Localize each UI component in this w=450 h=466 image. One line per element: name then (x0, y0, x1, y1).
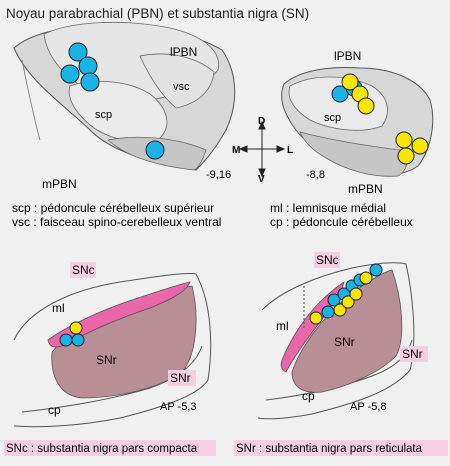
sn-left-outline (13, 273, 212, 428)
sn-right-snc-label: SNc (316, 253, 339, 267)
pbn-right-scp-label: scp (324, 112, 341, 124)
marker-dot-yellow (333, 303, 347, 317)
marker-dot-yellow (309, 311, 323, 325)
sn-left-cp-label: cp (48, 403, 61, 417)
pbn-right-section: lPBN scp mPBN -8,8 (281, 49, 434, 196)
legend-snr: SNr : substantia nigra pars reticulata (236, 443, 423, 455)
pbn-left-coordinate: -9,16 (206, 169, 231, 181)
pbn-right-coordinate: -8,8 (306, 169, 325, 181)
sn-right-snr-label-bg (400, 346, 428, 362)
legend-snr-bg (234, 440, 448, 456)
marker-dot-blue (80, 72, 100, 92)
pbn-right-mpbn-label: mPBN (348, 182, 383, 196)
marker-dot-yellow (69, 321, 83, 335)
sn-left-cp-boundary (21, 345, 203, 413)
orientation-cross (238, 120, 286, 178)
orientation-ventral: V (258, 174, 265, 185)
sn-right-ap: AP -5,8 (350, 401, 387, 413)
sn-left-snr-inside-label: SNr (96, 353, 117, 367)
marker-dot-blue (59, 333, 73, 347)
marker-dot-blue (321, 305, 335, 319)
legend-ml: ml : lemnisque médial (270, 201, 386, 215)
pbn-left-lpbn-label: lPBN (170, 45, 197, 59)
marker-dot-blue (68, 42, 88, 62)
sn-right-snr-outside-label: SNr (402, 347, 423, 361)
sn-right-snc-label-bg (314, 252, 340, 268)
marker-dot-yellow (349, 287, 363, 301)
sn-left-snc-label: SNc (72, 263, 95, 277)
marker-dot-blue (369, 263, 383, 277)
orientation-medial: M (232, 145, 240, 156)
legend-cp: cp : pédoncule cérébelleux (270, 215, 413, 229)
pbn-left-mpbn-label: mPBN (42, 177, 77, 191)
sn-left-snr-outside-label: SNr (170, 371, 191, 385)
pbn-right-mpbn-region (299, 131, 407, 177)
sn-right-ml-label: ml (276, 319, 289, 333)
marker-dot-yellow (341, 73, 359, 91)
sn-right-section: SNc ml SNr SNr cp AP -5,8 (257, 252, 428, 420)
sn-left-ml-label: ml (52, 301, 65, 315)
marker-dot-yellow (341, 295, 355, 309)
pbn-left-section: lPBN vsc scp mPBN -9,16 (13, 21, 236, 191)
marker-dot-blue (71, 333, 85, 347)
legend-vsc: vsc : faisceau spino-cerebelleux ventral (12, 215, 221, 229)
legend-snc: SNc : substantia nigra pars compacta (6, 443, 198, 455)
pbn-left-vsc-region (139, 53, 215, 109)
sn-right-snr-inside-label: SNr (334, 335, 355, 349)
marker-dot-yellow (411, 137, 429, 155)
legend-snc-bg (4, 440, 216, 456)
figure-title: Noyau parabrachial (PBN) et substantia n… (6, 6, 309, 21)
pbn-left-scp-label: scp (95, 109, 112, 121)
pbn-right-lpbn-label: lPBN (334, 49, 361, 63)
marker-dot-yellow (357, 97, 375, 115)
legend-scp: scp : pédoncule cérébelleux supérieur (12, 201, 214, 215)
pbn-left-vsc-label: vsc (173, 81, 190, 93)
marker-dot-blue (78, 56, 98, 76)
marker-dot-yellow (395, 131, 413, 149)
marker-dot-yellow (359, 271, 373, 285)
sn-left-section: SNc ml SNr SNr cp AP -5,3 (13, 262, 212, 428)
marker-dot-yellow (397, 147, 415, 165)
sn-left-snr-label-bg (168, 370, 196, 386)
marker-dot-blue (327, 293, 341, 307)
pbn-left-edge-line (21, 59, 41, 141)
marker-dot-blue (60, 64, 80, 84)
pbn-left-scp-region (68, 80, 168, 143)
sn-left-snc-label-bg (70, 262, 96, 278)
orientation-dorsal: D (258, 116, 265, 127)
orientation-lateral: L (287, 145, 293, 156)
sn-left-ap: AP -5,3 (160, 401, 197, 413)
sn-right-outline (257, 262, 415, 420)
sn-right-cp-label: cp (302, 389, 315, 403)
marker-dot-blue (145, 140, 165, 160)
